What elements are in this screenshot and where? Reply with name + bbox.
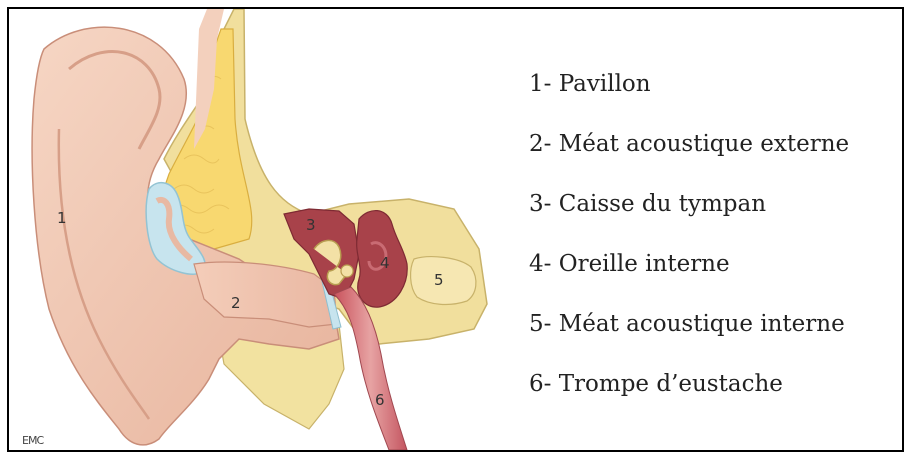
legend-list: 1- Pavillon 2- Méat acoustique externe 3… — [529, 69, 849, 429]
legend-item-1: 1- Pavillon — [529, 69, 849, 129]
label-6: 6 — [375, 391, 385, 409]
legend-item-4: 4- Oreille interne — [529, 249, 849, 309]
label-4: 4 — [380, 254, 390, 272]
label-1: 1 — [57, 209, 67, 227]
label-2: 2 — [231, 294, 241, 312]
ear-anatomy-illustration: 1 2 3 4 5 6 EMC — [9, 9, 499, 450]
legend-item-2: 2- Méat acoustique externe — [529, 129, 849, 189]
label-3: 3 — [306, 216, 316, 234]
legend-item-6: 6- Trompe d’eustache — [529, 369, 849, 429]
legend-item-5: 5- Méat acoustique interne — [529, 309, 849, 369]
legend-item-3: 3- Caisse du tympan — [529, 189, 849, 249]
emc-logo: EMC — [22, 434, 44, 447]
figure-frame: 1 2 3 4 5 6 EMC 1- Pavillon 2- Méat acou… — [7, 7, 904, 452]
label-5: 5 — [434, 271, 444, 289]
